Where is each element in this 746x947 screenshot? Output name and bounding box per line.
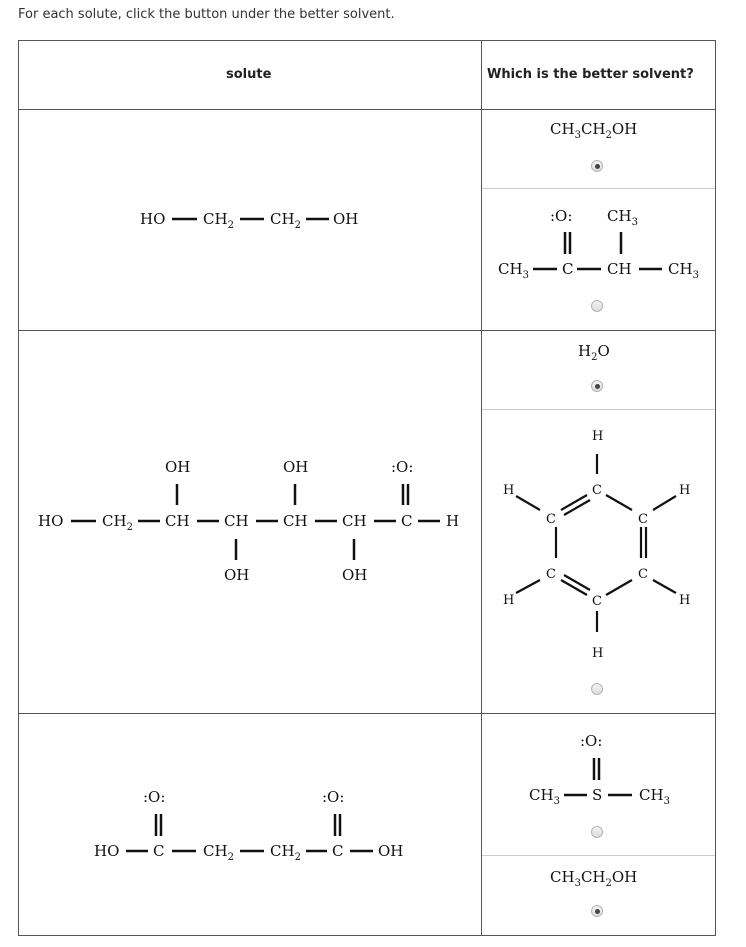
svg-text:C: C (638, 567, 648, 582)
svg-text::O:: :O: (322, 788, 344, 806)
svg-text::O:: :O: (143, 788, 165, 806)
svg-text:H: H (592, 646, 603, 661)
svg-text:CH3: CH3 (607, 207, 638, 228)
svg-text:OH: OH (283, 458, 308, 476)
svg-text:H: H (679, 483, 690, 498)
svg-text:C: C (153, 842, 164, 860)
solute-succinic-acid: :O: :O: HO C CH2 CH2 C OH (94, 788, 403, 863)
svg-text:S: S (592, 786, 602, 804)
svg-text::O:: :O: (580, 732, 602, 750)
svg-text:H2O: H2O (578, 342, 610, 363)
svg-text:CH2: CH2 (102, 512, 133, 533)
radio-row2-option2[interactable] (591, 683, 603, 695)
svg-text:CH3CH2OH: CH3CH2OH (550, 120, 637, 141)
option-benzene: H C H H C C C C C H H H (503, 429, 690, 661)
svg-text:H: H (503, 483, 514, 498)
svg-text:CH3: CH3 (529, 786, 560, 807)
svg-text:CH: CH (607, 260, 632, 278)
svg-text:HO: HO (38, 512, 63, 530)
solute-aldohexose: OH OH :O: HO CH2 CH CH CH CH C H OH OH (38, 458, 459, 584)
header-solvent: Which is the better solvent? (487, 67, 694, 82)
svg-text:CH2: CH2 (203, 842, 234, 863)
svg-text:C: C (401, 512, 412, 530)
radio-row1-option1[interactable] (591, 160, 603, 172)
svg-text:OH: OH (342, 566, 367, 584)
svg-text:CH3: CH3 (639, 786, 670, 807)
radio-row1-option2[interactable] (591, 300, 603, 312)
svg-text::O:: :O: (391, 458, 413, 476)
solute-ethylene-glycol: HO CH2 CH2 OH (140, 210, 358, 231)
svg-text:OH: OH (333, 210, 358, 228)
svg-text:CH: CH (342, 512, 367, 530)
option-water: H2O (578, 342, 610, 363)
svg-text:HO: HO (94, 842, 119, 860)
svg-text:CH3: CH3 (498, 260, 529, 281)
svg-text::O:: :O: (550, 207, 572, 225)
svg-text:H: H (592, 429, 603, 444)
svg-text:OH: OH (378, 842, 403, 860)
svg-text:CH2: CH2 (203, 210, 234, 231)
svg-text:C: C (546, 567, 556, 582)
option-dmso: :O: CH3 S CH3 (529, 732, 670, 807)
svg-text:OH: OH (224, 566, 249, 584)
svg-text:CH3CH2OH: CH3CH2OH (550, 868, 637, 889)
svg-text:OH: OH (165, 458, 190, 476)
option-ethanol-2: CH3CH2OH (550, 868, 637, 889)
svg-text:CH: CH (283, 512, 308, 530)
svg-text:HO: HO (140, 210, 165, 228)
header-solute: solute (226, 67, 272, 82)
svg-text:C: C (638, 512, 648, 527)
svg-text:CH: CH (224, 512, 249, 530)
svg-text:CH3: CH3 (668, 260, 699, 281)
svg-text:C: C (592, 483, 602, 498)
svg-text:H: H (679, 593, 690, 608)
svg-text:C: C (592, 594, 602, 609)
svg-text:C: C (546, 512, 556, 527)
instruction-text: For each solute, click the button under … (18, 7, 395, 22)
svg-text:CH2: CH2 (270, 842, 301, 863)
svg-text:CH: CH (165, 512, 190, 530)
svg-text:H: H (503, 593, 514, 608)
option-ethanol-1: CH3CH2OH (550, 120, 637, 141)
option-methylbutanone: :O: CH3 CH3 C CH CH3 (498, 207, 699, 281)
radio-row2-option1[interactable] (591, 380, 603, 392)
svg-text:CH2: CH2 (270, 210, 301, 231)
svg-text:H: H (446, 512, 459, 530)
radio-row3-option2[interactable] (591, 905, 603, 917)
radio-row3-option1[interactable] (591, 826, 603, 838)
svg-text:C: C (562, 260, 573, 278)
svg-text:C: C (332, 842, 343, 860)
